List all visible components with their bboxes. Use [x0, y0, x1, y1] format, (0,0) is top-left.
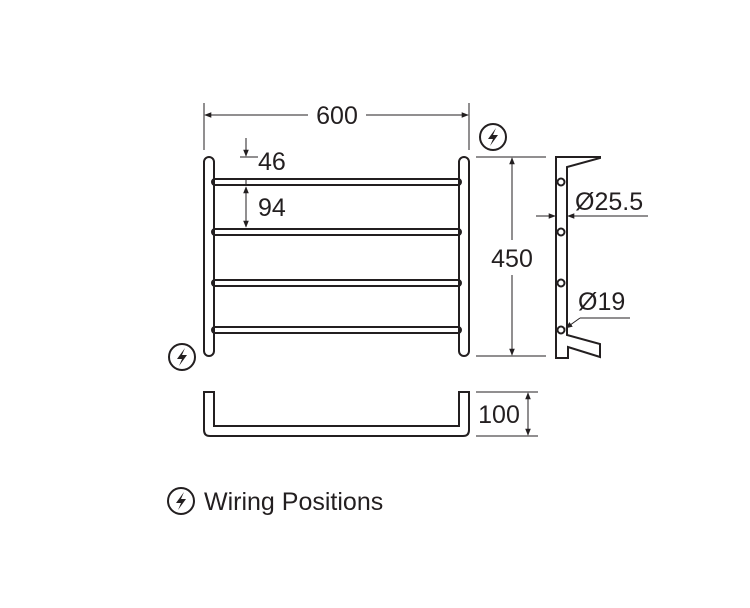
depth-dimension: 100	[476, 391, 538, 437]
rail-spacing-label: 94	[258, 194, 286, 222]
rail-4	[211, 326, 462, 334]
plan-view	[203, 391, 470, 437]
bracket-diameter-label: Ø25.5	[575, 188, 643, 216]
rail-1	[211, 178, 462, 186]
lightning-bolt-icon	[167, 487, 195, 515]
right-post	[458, 156, 470, 357]
rail-spacing-dimension: 94	[243, 186, 286, 228]
side-rail-1	[556, 177, 566, 187]
rail-diameter-callout: Ø19	[565, 288, 630, 329]
front-view	[203, 156, 470, 357]
depth-label: 100	[478, 401, 520, 429]
left-post	[203, 156, 215, 357]
height-dimension: 450	[476, 156, 546, 357]
height-label: 450	[491, 245, 533, 273]
wiring-position-icon-top	[479, 123, 507, 151]
rail-2	[211, 228, 462, 236]
top-offset-dimension: 46	[240, 138, 286, 185]
side-view	[555, 156, 601, 359]
rail-diameter-label: Ø19	[578, 288, 625, 316]
top-offset-label: 46	[258, 148, 286, 176]
legend-label: Wiring Positions	[204, 488, 383, 516]
bracket-diameter-callout: Ø25.5	[536, 188, 648, 219]
width-label: 600	[316, 102, 358, 130]
side-rail-2	[556, 227, 566, 237]
side-rail-4	[556, 325, 566, 335]
legend: Wiring Positions	[167, 487, 383, 516]
rail-3	[211, 279, 462, 287]
width-dimension: 600	[203, 102, 470, 150]
wiring-position-icon-bottom	[168, 343, 196, 371]
side-rail-3	[556, 278, 566, 288]
